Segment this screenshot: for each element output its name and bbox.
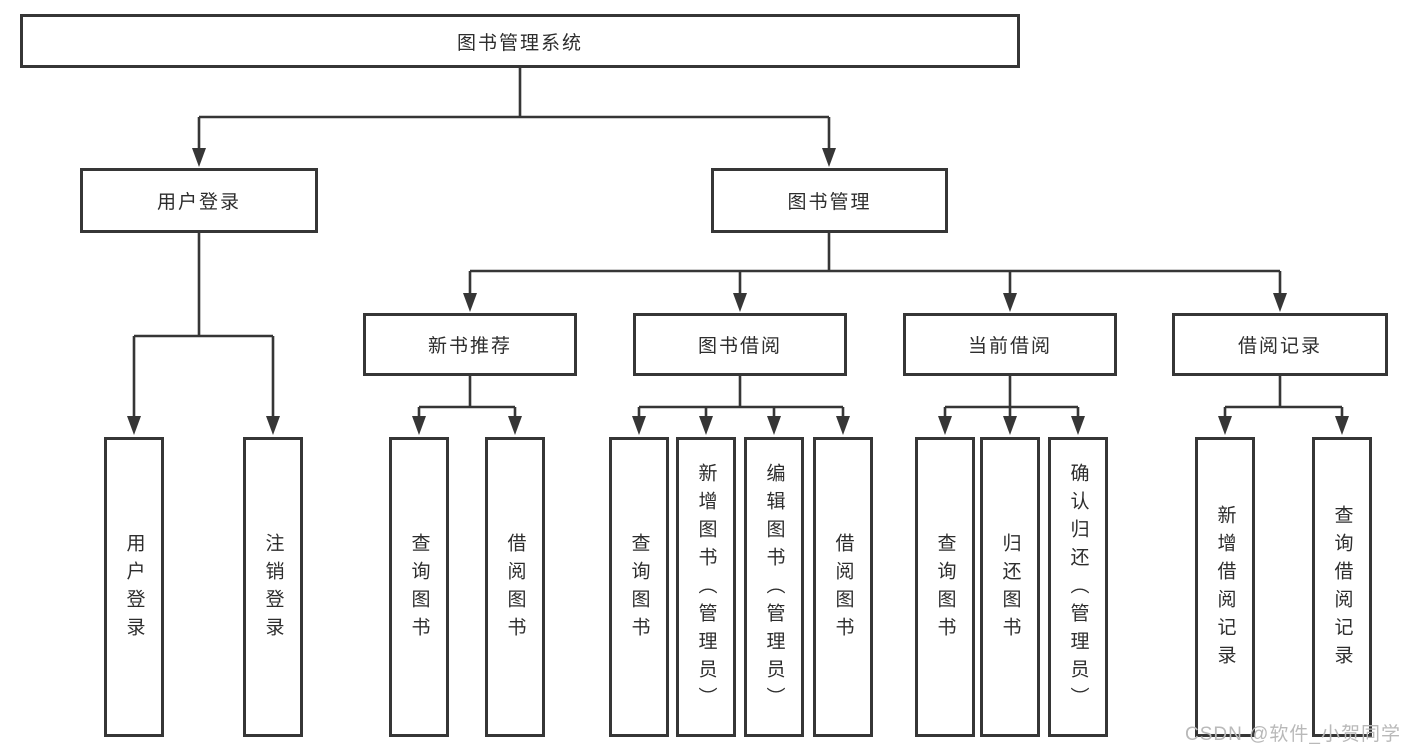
node-book-management: 图书管理 [711, 168, 948, 233]
node-borrow-records: 借阅记录 [1172, 313, 1388, 376]
node-user-login: 用户登录 [80, 168, 318, 233]
leaf-query-books-borrow: 查询图书 [609, 437, 669, 737]
node-current-borrow: 当前借阅 [903, 313, 1117, 376]
leaf-add-borrow-record: 新增借阅记录 [1195, 437, 1255, 737]
leaf-user-login: 用户登录 [104, 437, 164, 737]
leaf-edit-book-admin: 编辑图书（管理员） [744, 437, 804, 737]
leaf-logout: 注销登录 [243, 437, 303, 737]
node-new-book-recommend: 新书推荐 [363, 313, 577, 376]
leaf-confirm-return-admin: 确认归还（管理员） [1048, 437, 1108, 737]
leaf-query-borrow-record: 查询借阅记录 [1312, 437, 1372, 737]
node-book-borrow: 图书借阅 [633, 313, 847, 376]
leaf-borrow-books: 借阅图书 [813, 437, 873, 737]
leaf-query-books-recommend: 查询图书 [389, 437, 449, 737]
watermark: CSDN @软件_小贺同学 [1185, 724, 1401, 745]
leaf-query-books-current: 查询图书 [915, 437, 975, 737]
leaf-add-book-admin: 新增图书（管理员） [676, 437, 736, 737]
node-root-system: 图书管理系统 [20, 14, 1020, 68]
leaf-return-books: 归还图书 [980, 437, 1040, 737]
leaf-borrow-books-recommend: 借阅图书 [485, 437, 545, 737]
